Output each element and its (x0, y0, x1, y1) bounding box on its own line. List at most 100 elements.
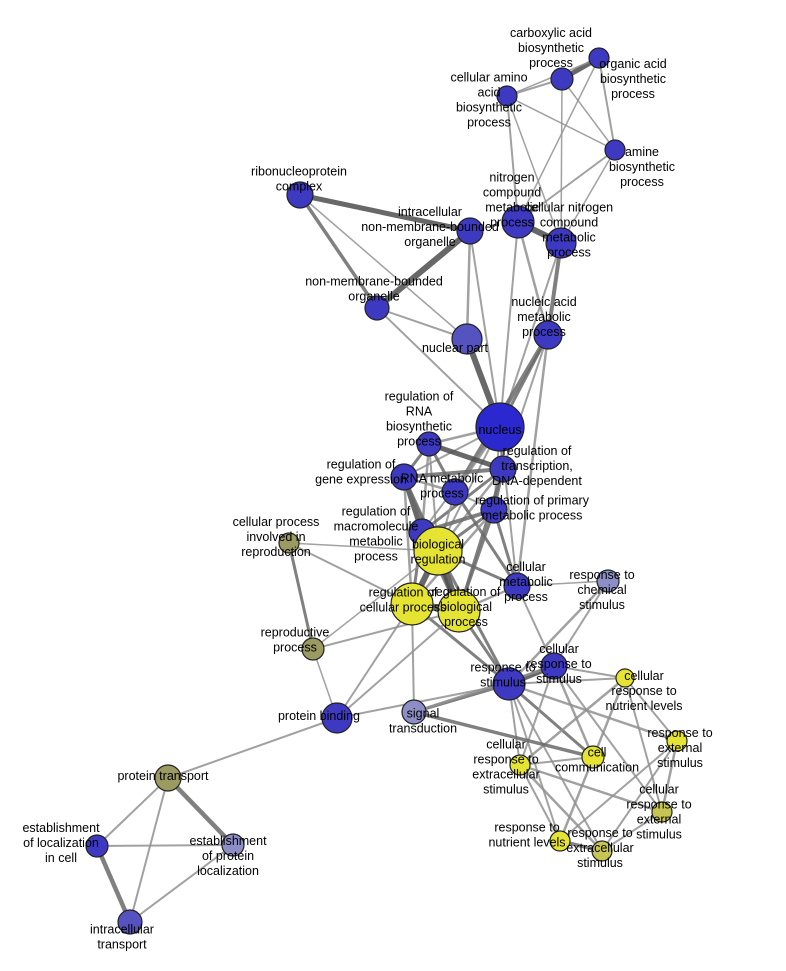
graph-node-repro_proc[interactable] (301, 637, 325, 661)
graph-node-rna_metab[interactable] (441, 478, 469, 506)
graph-node-ribonucleo[interactable] (286, 181, 314, 209)
graph-edge-rna_metab--cell_metab (453, 491, 519, 587)
graph-node-intra_transport[interactable] (117, 909, 143, 935)
graph-node-nitrogen[interactable] (501, 205, 535, 239)
graph-edge-cell_resp_stim--cell_comm (552, 665, 595, 758)
graph-edge-resp_stim--cell_comm (508, 682, 594, 759)
graph-node-intra_nmb[interactable] (456, 217, 484, 245)
graph-edge-protein_transport--est_local_cell (96, 777, 169, 847)
graph-node-reg_cell_proc[interactable] (390, 582, 434, 626)
graph-edge-cell_proc_repro--repro_proc (287, 542, 315, 650)
graph-node-protein_transport[interactable] (154, 764, 182, 792)
graph-edge-repro_proc--bio_reg (312, 550, 439, 650)
graph-node-nucleic_acid[interactable] (533, 320, 563, 350)
graph-node-cell_resp_stim[interactable] (540, 652, 568, 680)
graph-edge-cell_comm--signal_transduction (413, 710, 594, 759)
graph-node-reg_transcription[interactable] (489, 455, 517, 483)
graph-edge-organic--nitrogen (517, 57, 600, 223)
graph-edge-cell_resp_stim--cell_resp_extracell (519, 665, 555, 766)
graph-edge-resp_chem--cell_resp_stim (553, 580, 609, 667)
graph-edge-cell_comm--cell_resp_extracell (519, 756, 594, 766)
graph-node-carboxylic[interactable] (550, 67, 574, 91)
graph-edge-resp_stim--cell_resp_nutrient (508, 677, 626, 685)
graph-edge-cell_resp_extracell--cell_resp_external (519, 763, 663, 814)
graph-node-reg_primary[interactable] (480, 496, 508, 524)
graph-node-amine[interactable] (604, 139, 626, 161)
graph-node-resp_extracell[interactable] (591, 840, 613, 862)
graph-node-reg_rna_bio[interactable] (416, 431, 442, 457)
graph-node-bio_reg[interactable] (413, 526, 463, 576)
graph-edge-nmb_org--nuclear_part (376, 307, 468, 340)
graph-edge-cell_proc_repro--reg_cell_proc (288, 542, 413, 605)
graph-node-cell_nitrogen[interactable] (545, 227, 577, 259)
graph-edge-cell_resp_nutrient--cell_resp_external (624, 677, 663, 813)
graph-node-cell_resp_extracell[interactable] (509, 754, 531, 776)
graph-node-est_protein_local[interactable] (221, 833, 245, 857)
graph-edge-protein_transport--intra_transport (129, 777, 169, 923)
graph-node-resp_external[interactable] (666, 730, 688, 752)
graph-node-nmb_org[interactable] (364, 295, 390, 321)
graph-node-reg_gene_expr[interactable] (390, 463, 418, 491)
graph-node-resp_nutrient[interactable] (549, 830, 571, 852)
graph-edge-est_local_cell--intra_transport (94, 845, 133, 923)
graph-edge-protein_binding--reg_cell_proc (336, 603, 413, 719)
graph-edge-nitrogen--nucleic_acid (516, 221, 550, 336)
graph-node-cell_comm[interactable] (581, 745, 605, 769)
graph-node-resp_chem[interactable] (596, 569, 620, 593)
graph-edge-resp_chem--cell_metab (516, 580, 609, 587)
graph-node-cell_metab[interactable] (503, 572, 531, 600)
graph-edge-cell_resp_nutrient--resp_external (624, 677, 678, 742)
graph-node-organic[interactable] (588, 47, 610, 69)
graph-edge-cell_resp_extracell--resp_extracell (519, 764, 603, 852)
graph-node-nucleus[interactable] (475, 402, 525, 452)
node-label-nucleus: nucleus (478, 423, 521, 437)
node-label-nuclear_part: nuclear part (422, 341, 489, 355)
graph-node-protein_binding[interactable] (321, 702, 353, 734)
graph-node-cell_amino[interactable] (496, 85, 518, 107)
graph-edge-repro_proc--reg_bio_proc (312, 610, 460, 650)
graph-node-cell_resp_nutrient[interactable] (615, 668, 635, 688)
graph-edge-protein_binding--protein_transport (167, 717, 338, 779)
graph-node-est_local_cell[interactable] (85, 834, 109, 858)
graph-node-reg_bio_proc[interactable] (437, 589, 481, 633)
graph-edge-resp_external--resp_nutrient (559, 740, 678, 842)
graph-node-resp_stim[interactable] (492, 667, 526, 701)
graph-edge-resp_external--resp_extracell (601, 740, 678, 852)
graph-edge-est_protein_local--intra_transport (129, 844, 234, 923)
graph-edge-nmb_org--nucleus (376, 307, 501, 428)
graph-edge-nucleus--cell_metab (499, 426, 518, 587)
graph-node-cell_resp_external[interactable] (651, 801, 673, 823)
graph-node-cell_proc_repro[interactable] (278, 532, 300, 554)
graph-node-signal_transduction[interactable] (401, 699, 427, 725)
graph-edge-ribonucleo--nuclear_part (299, 194, 468, 340)
graph-edge-amine--nitrogen (517, 149, 616, 223)
graph-edge-organic--amine (598, 57, 616, 151)
graph-edge-resp_stim--resp_extracell (508, 683, 603, 852)
graph-node-nuclear_part[interactable] (451, 323, 483, 355)
